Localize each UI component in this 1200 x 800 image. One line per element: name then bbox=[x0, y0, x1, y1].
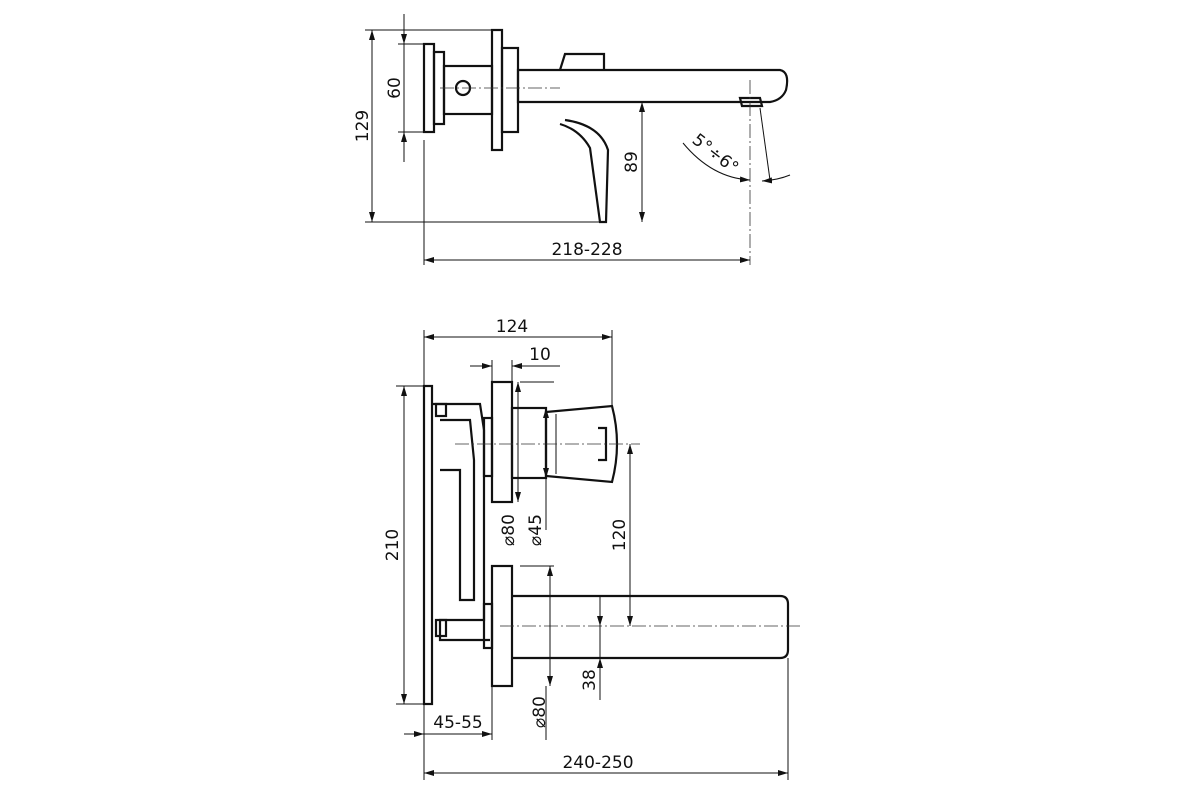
dim-38: 38 bbox=[580, 669, 600, 691]
dim-89: 89 bbox=[622, 151, 642, 173]
dim-10: 10 bbox=[529, 345, 551, 365]
front-view: 124 10 210 ⌀80 ⌀45 120 38 ⌀80 45-55 240-… bbox=[383, 317, 800, 780]
dim-120: 120 bbox=[610, 519, 630, 551]
dim-dia45: ⌀45 bbox=[526, 514, 546, 546]
dim-218-228: 218-228 bbox=[551, 240, 622, 260]
dim-210: 210 bbox=[383, 529, 403, 561]
dim-angle: 5°÷6° bbox=[688, 130, 742, 178]
dim-124: 124 bbox=[496, 317, 528, 337]
dim-240-250: 240-250 bbox=[562, 753, 633, 773]
dim-45-55: 45-55 bbox=[433, 713, 482, 733]
dim-129: 129 bbox=[353, 110, 373, 142]
dim-dia80-spout: ⌀80 bbox=[530, 696, 550, 728]
dim-dia80-handle: ⌀80 bbox=[499, 514, 519, 546]
side-view: 129 60 89 218-228 5°÷6° bbox=[353, 14, 791, 265]
dim-60: 60 bbox=[385, 77, 405, 99]
